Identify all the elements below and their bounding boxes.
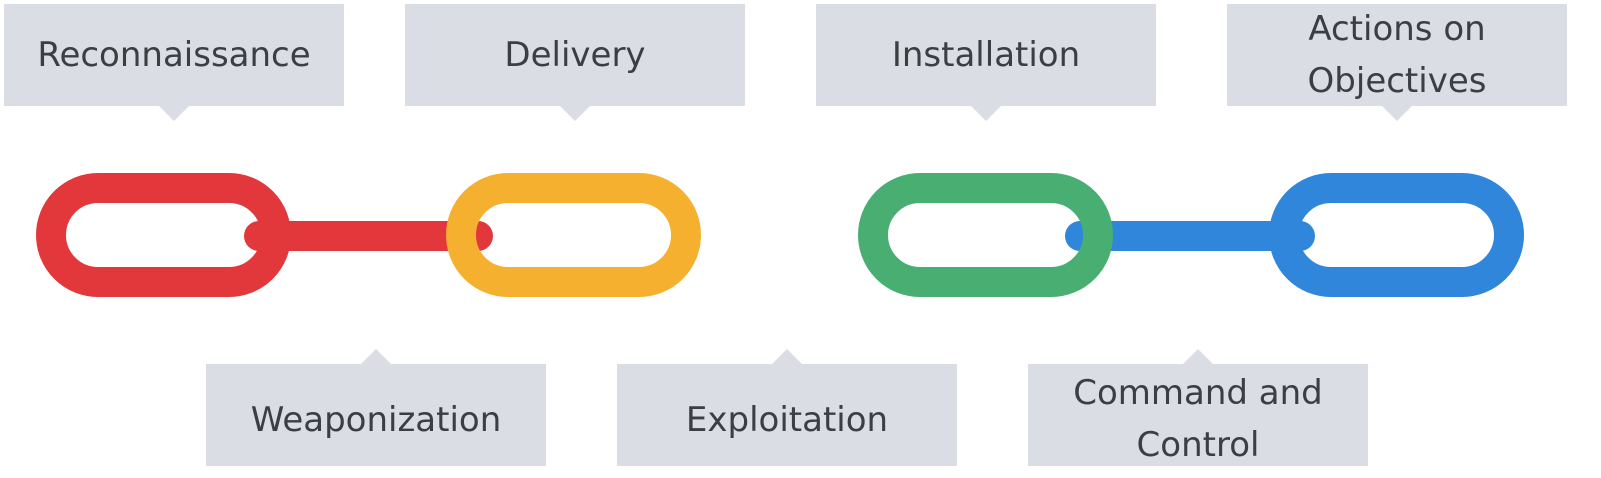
callout-command-and-control: Command and Control (1028, 349, 1368, 466)
stage-label: Reconnaissance (37, 35, 310, 75)
callout-actions-on-objectives: Actions on Objectives (1227, 4, 1567, 121)
stage-label: Delivery (504, 35, 645, 75)
chain-link-green (858, 173, 1113, 297)
callout-weaponization: Weaponization (206, 349, 546, 466)
stage-label-line-1: Command and (1073, 373, 1323, 413)
svg-text:Objectives: Objectives (1308, 61, 1487, 101)
svg-text:Weaponization: Weaponization (251, 400, 502, 440)
chain-link-yellow (446, 173, 701, 297)
svg-text:Control: Control (1137, 425, 1260, 465)
chain-rings (36, 173, 1524, 297)
svg-text:Delivery: Delivery (504, 35, 645, 75)
stage-label: Exploitation (686, 400, 888, 440)
callout-delivery: Delivery (405, 4, 745, 121)
callout-reconnaissance: Reconnaissance (4, 4, 344, 121)
stage-label-line-2: Control (1137, 425, 1260, 465)
svg-text:Command and: Command and (1073, 373, 1323, 413)
svg-text:Reconnaissance: Reconnaissance (37, 35, 310, 75)
svg-text:Actions on: Actions on (1308, 9, 1485, 49)
stage-label: Installation (892, 35, 1080, 75)
stage-label-line-1: Actions on (1308, 9, 1485, 49)
chain-link-blue (1269, 173, 1524, 297)
chain-link-red (36, 173, 291, 297)
callout-exploitation: Exploitation (617, 349, 957, 466)
svg-text:Installation: Installation (892, 35, 1080, 75)
stage-label-line-2: Objectives (1308, 61, 1487, 101)
stage-label: Weaponization (251, 400, 502, 440)
svg-text:Exploitation: Exploitation (686, 400, 888, 440)
callout-installation: Installation (816, 4, 1156, 121)
